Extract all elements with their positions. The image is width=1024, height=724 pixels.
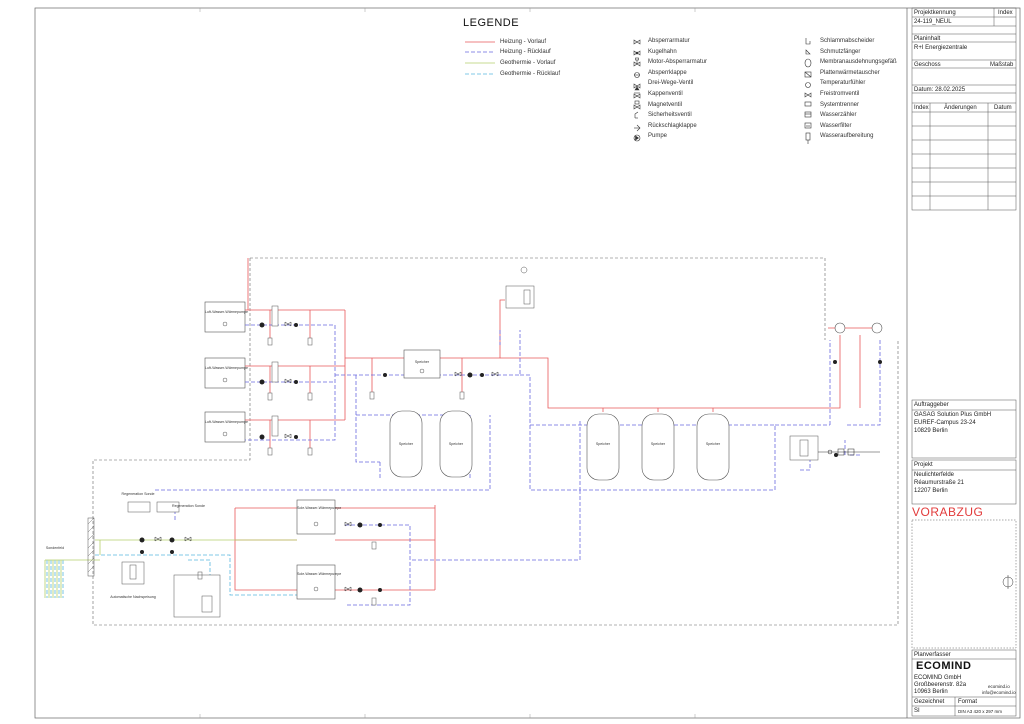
hp-unit-label: Luft-Wasser-Wärmepumpe bbox=[205, 310, 249, 314]
legend-line-label: Heizung - Vorlauf bbox=[500, 39, 547, 45]
water-meter-icon bbox=[804, 111, 812, 118]
storage-tank-label: Speicher bbox=[448, 442, 464, 446]
geo-hp-label: Sole-Wasser-Wärmepumpe bbox=[297, 506, 342, 510]
company-line: Großbeerenstr. 82a bbox=[914, 682, 967, 688]
format-label: Format bbox=[958, 699, 978, 705]
legend-symbol-label: Kugelhahn bbox=[648, 48, 677, 55]
legend-symbol-label: Wasseraufbereitung bbox=[820, 133, 874, 140]
format-value: DIN A3 420 x 297 mm bbox=[958, 709, 1003, 714]
massstab-label: Maßstab bbox=[990, 62, 1014, 68]
pump-icon bbox=[633, 134, 641, 142]
safety-valve-icon bbox=[634, 111, 639, 119]
legend-symbol-label: Systemtrenner bbox=[820, 101, 860, 108]
motor-valve-icon bbox=[633, 57, 641, 67]
legend-symbol-label: Motor-Absperrarmatur bbox=[648, 59, 708, 66]
auftraggeber-line: GASAG Solution Plus GmbH bbox=[914, 412, 992, 418]
legend-symbol-label: Schmutzfänger bbox=[820, 48, 861, 55]
projekt-line: Réaumurstraße 21 bbox=[914, 480, 965, 486]
projekt-line: Neulichterfelde bbox=[914, 472, 955, 478]
expansion-vessel-icon bbox=[804, 58, 812, 68]
storage-tank-label: Speicher bbox=[595, 442, 611, 446]
geo-hp-label: Sole-Wasser-Wärmepumpe bbox=[297, 572, 342, 576]
projekt-line: 12207 Berlin bbox=[914, 488, 948, 494]
gate-valve-icon bbox=[633, 39, 641, 45]
hp-unit-label: Luft-Wasser-Wärmepumpe bbox=[205, 366, 249, 370]
solenoid-valve-icon bbox=[633, 100, 641, 110]
legend-symbol-label: Rückschlagklappe bbox=[648, 122, 697, 129]
projektkennung-value: 24-119_NEUL bbox=[914, 19, 952, 25]
legend-symbol-label: Temperaturfühler bbox=[820, 80, 866, 87]
planinhalt-label: Planinhalt bbox=[914, 36, 941, 42]
geschoss-label: Geschoss bbox=[914, 62, 941, 68]
free-flow-valve-icon bbox=[804, 92, 812, 98]
company-mail: info@ecomind.io bbox=[982, 690, 1016, 695]
legend-symbol-label: Magnetventil bbox=[648, 101, 683, 108]
temperature-sensor-icon bbox=[805, 82, 811, 88]
projektkennung-label: Projektkennung bbox=[914, 10, 956, 16]
storage-tank-label: Speicher bbox=[398, 442, 414, 446]
changes-header-text: Änderungen bbox=[944, 105, 977, 111]
changes-header-date: Datum bbox=[994, 105, 1012, 111]
legend-symbol-label: Kappenventil bbox=[648, 91, 683, 97]
ball-valve-icon bbox=[633, 50, 641, 56]
cap-valve-icon bbox=[633, 92, 641, 99]
storage-tank-label: Speicher bbox=[705, 442, 721, 446]
planverfasser-label: Planverfasser bbox=[914, 652, 951, 658]
index-label: Index bbox=[998, 10, 1013, 16]
gezeichnet-value: SI bbox=[914, 708, 920, 714]
legend-symbol-label: Schlammabscheider bbox=[820, 38, 875, 44]
legend-line-label: Geothermie - Vorlauf bbox=[500, 60, 556, 66]
legend-line-label: Geothermie - Rücklauf bbox=[500, 71, 561, 77]
legend-symbol-label: Absperrarmatur bbox=[648, 38, 690, 44]
buffer-label: Speicher bbox=[414, 360, 430, 364]
legend-line-label: Heizung - Rücklauf bbox=[500, 49, 551, 55]
vorabzug-stamp: VORABZUG bbox=[912, 505, 984, 519]
sondenfeld-label: Sondenfeld bbox=[45, 546, 65, 550]
butterfly-valve-icon bbox=[634, 72, 640, 78]
north-arrow-icon bbox=[1002, 575, 1014, 589]
legend-symbol-label: Wasserzähler bbox=[820, 112, 857, 119]
gezeichnet-label: Gezeichnet bbox=[914, 699, 945, 705]
water-filter-icon bbox=[804, 122, 812, 129]
legend-symbol-label: Wasserfilter bbox=[820, 122, 852, 129]
legend-symbol-label: Membranausdehnungsgefäß bbox=[820, 59, 897, 66]
water-treatment-icon bbox=[805, 132, 811, 144]
legend-symbol-label: Drei-Wege-Ventil bbox=[648, 80, 694, 87]
system-separator-icon bbox=[804, 101, 812, 107]
auftraggeber-line: 10829 Berlin bbox=[914, 428, 948, 434]
company-line: ECOMIND GmbH bbox=[914, 675, 962, 681]
check-valve-icon bbox=[634, 124, 641, 132]
auftraggeber-label: Auftraggeber bbox=[914, 402, 949, 408]
plate-heat-exchanger-icon bbox=[804, 71, 812, 78]
legend-symbol-label: Pumpe bbox=[648, 133, 668, 140]
three-way-valve-icon bbox=[633, 83, 641, 91]
logo-text: ECOMIND bbox=[916, 660, 972, 672]
legend-symbol-label: Plattenwärmetauscher bbox=[820, 69, 880, 76]
company-web: ecomind.io bbox=[988, 684, 1010, 689]
strainer-icon bbox=[805, 49, 811, 55]
auto-fill-label: Automatische Nachspeisung bbox=[110, 595, 156, 599]
auftraggeber-line: EUREF-Campus 23-24 bbox=[914, 420, 976, 426]
legend-symbol-label: Freistromventil bbox=[820, 91, 860, 97]
projekt-label: Projekt bbox=[914, 462, 933, 468]
legend-symbol-label: Sicherheitsventil bbox=[648, 112, 692, 119]
ecomind-logo: ECOMIND bbox=[916, 660, 971, 672]
regen-label: Regeneration Sonde bbox=[172, 504, 205, 508]
changes-header-index: Index bbox=[914, 105, 929, 111]
regen-label: Regeneration Sonde bbox=[121, 492, 155, 496]
datum-value: Datum: 28.02.2025 bbox=[914, 87, 966, 93]
storage-tank-label: Speicher bbox=[650, 442, 666, 446]
company-line: 10963 Berlin bbox=[914, 689, 948, 695]
sludge-separator-icon bbox=[805, 38, 811, 45]
legend-title: LEGENDE bbox=[463, 17, 520, 29]
planinhalt-value: R+I Energiezentrale bbox=[914, 45, 968, 51]
hp-unit-label: Luft-Wasser-Wärmepumpe bbox=[205, 420, 249, 424]
legend-symbol-label: Absperrklappe bbox=[648, 69, 687, 76]
